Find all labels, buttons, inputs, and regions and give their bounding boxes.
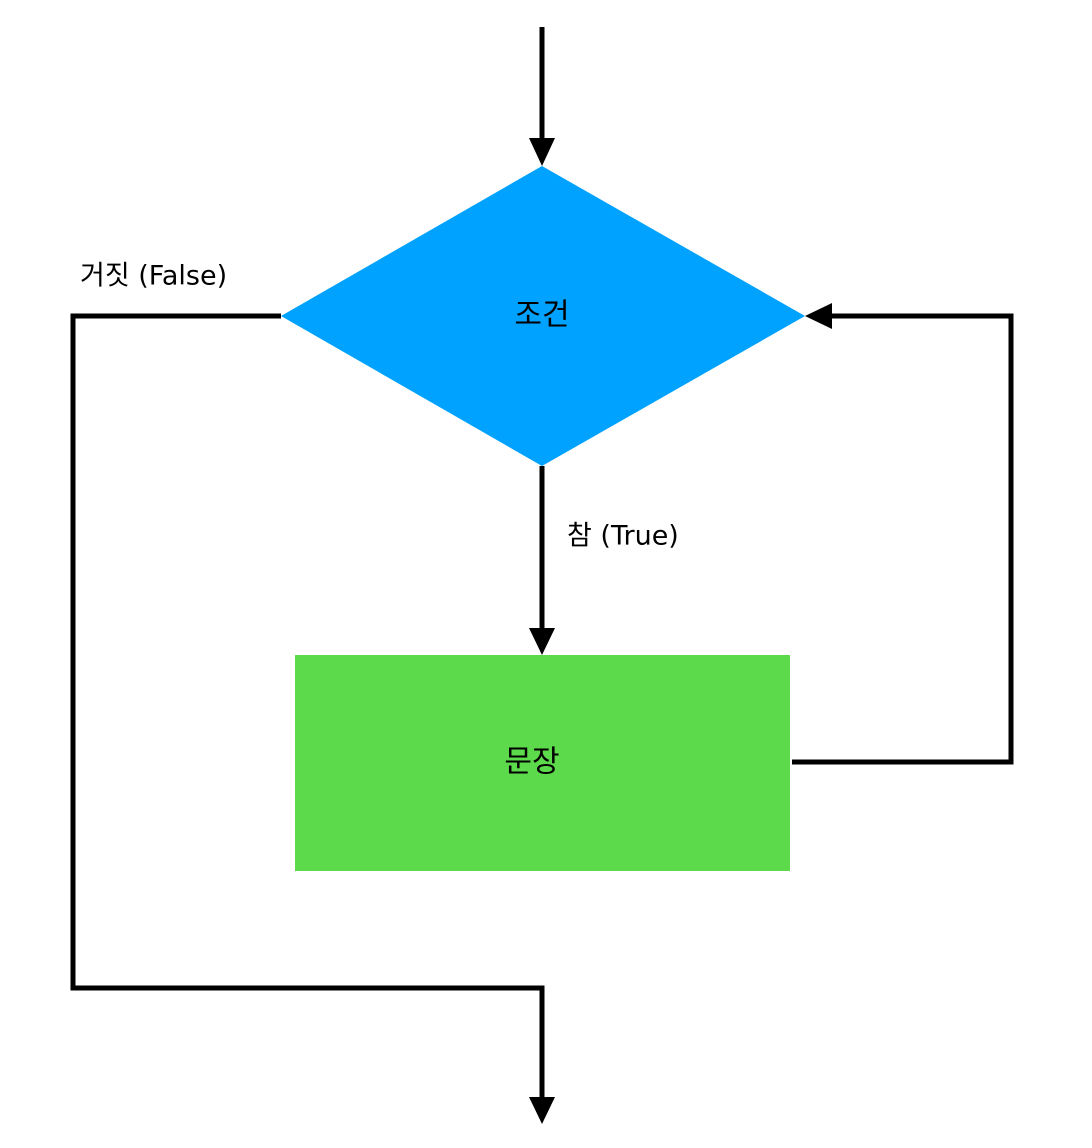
loop-back-line [792,313,1014,765]
loop-back-arrowhead [805,303,832,329]
false-branch: 거짓 (False) [70,261,555,1124]
exit-arrowhead [529,1097,555,1124]
condition-label: 조건 [514,298,569,333]
condition-node: 조건 [281,166,805,466]
true-label: 참 (True) [567,521,679,552]
true-branch: 참 (True) [529,466,679,655]
statement-label: 문장 [504,745,559,780]
true-branch-arrowhead [529,628,555,655]
false-branch-line [70,313,545,1097]
statement-node: 문장 [295,655,790,871]
entry-arrowhead [529,138,555,166]
entry-arrow [529,27,555,166]
false-label: 거짓 (False) [80,261,227,292]
loop-back-branch [792,303,1014,765]
condition-diamond [281,166,805,466]
statement-box [295,655,790,871]
